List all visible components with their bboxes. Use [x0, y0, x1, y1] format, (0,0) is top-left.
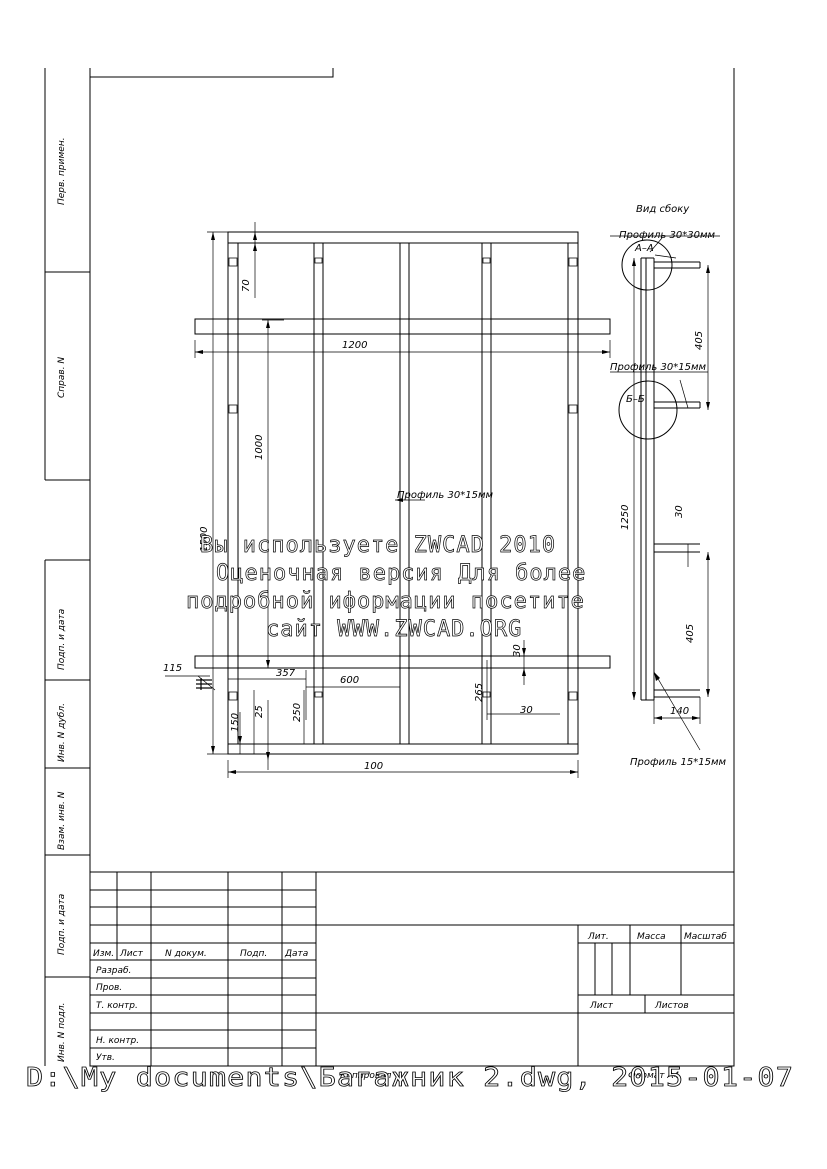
section-circle-b: [619, 381, 677, 439]
tb-data: Дата: [284, 949, 308, 959]
section-b-label: Б–Б: [626, 394, 645, 405]
tb-utv: Утв.: [96, 1053, 115, 1063]
tb-massa: Масса: [637, 932, 666, 942]
dim-25: 25: [254, 705, 265, 718]
watermark-line-1: Вы используете ZWCAD 2010: [200, 533, 556, 558]
dim-1200: 1200: [342, 340, 367, 351]
tb-lit: Лит.: [587, 932, 609, 942]
section-a-label: А–А: [634, 243, 654, 254]
profile-30x15-side-label: Профиль 30*15мм: [610, 362, 706, 373]
dim-30-small: 30: [512, 644, 523, 657]
tb-masshtab: Масштаб: [684, 932, 727, 942]
tb-n-dokum: N докум.: [165, 949, 207, 959]
dim-70: 70: [241, 279, 252, 292]
tb-prov: Пров.: [96, 983, 122, 993]
profile-15x15-label: Профиль 15*15мм: [630, 757, 726, 768]
tb-t-kontr: Т. контр.: [96, 1001, 138, 1011]
side-view-title: Вид сбоку: [636, 203, 690, 215]
dim-1000: 1000: [254, 435, 265, 460]
dim-115: 115: [163, 663, 182, 674]
title-block: [90, 872, 734, 1066]
profile-30x15-mid-label: Профиль 30*15мм: [397, 490, 493, 501]
frame-outer: [228, 232, 578, 754]
side-label-podp-data-2: Подп. и дата: [57, 894, 67, 955]
dim-357: 357: [276, 668, 296, 679]
dim-30-side: 30: [674, 505, 685, 518]
profile-30x30-label: Профиль 30*30мм: [619, 230, 715, 241]
dim-405-top: 405: [694, 331, 705, 350]
side-label-perv-primen: Перв. примен.: [57, 137, 67, 205]
file-path-overlay: D:\My documents\Багажник 2.dwg, 2015-01-…: [26, 1063, 794, 1093]
dim-405-bottom: 405: [685, 624, 696, 643]
side-label-podp-data-1: Подп. и дата: [57, 609, 67, 670]
dim-100: 100: [364, 761, 383, 772]
section-circle-a: [622, 240, 672, 290]
dim-1250: 1250: [620, 505, 631, 530]
side-label-sprav-n: Справ. N: [57, 357, 67, 398]
dim-265: 265: [474, 683, 485, 702]
side-label-vzam-inv-n: Взам. инв. N: [57, 791, 67, 850]
tb-list-r: Лист: [589, 1001, 614, 1011]
dim-250: 250: [292, 703, 303, 722]
dim-1500: 1500: [199, 527, 210, 552]
dim-600: 600: [340, 675, 359, 686]
side-label-inv-n-podl: Инв. N подл.: [57, 1003, 67, 1062]
tb-podp: Подп.: [240, 949, 267, 959]
tb-kopiroval: Копировал: [340, 1071, 392, 1081]
dim-150: 150: [230, 713, 241, 732]
side-label-inv-n-dubl: Инв. N дубл.: [57, 703, 67, 762]
tb-izm: Изм.: [93, 949, 114, 959]
tb-format: Формат А4: [628, 1071, 680, 1081]
tb-listov: Листов: [654, 1001, 689, 1011]
watermark-line-3: подробной иформации посетите: [186, 589, 585, 614]
crossbar-bottom: [195, 656, 610, 668]
tb-razrab: Разраб.: [96, 966, 131, 976]
watermark-line-2: Оценочная версия Для более: [216, 561, 586, 586]
tb-list: Лист: [119, 949, 144, 959]
tb-n-kontr: Н. контр.: [96, 1036, 139, 1046]
dim-140: 140: [670, 706, 689, 717]
watermark-line-4: сайт WWW.ZWCAD.ORG: [266, 617, 522, 642]
top-left-stub: [90, 68, 333, 77]
crossbar-top: [195, 319, 610, 334]
dim-30-front: 30: [520, 705, 533, 716]
